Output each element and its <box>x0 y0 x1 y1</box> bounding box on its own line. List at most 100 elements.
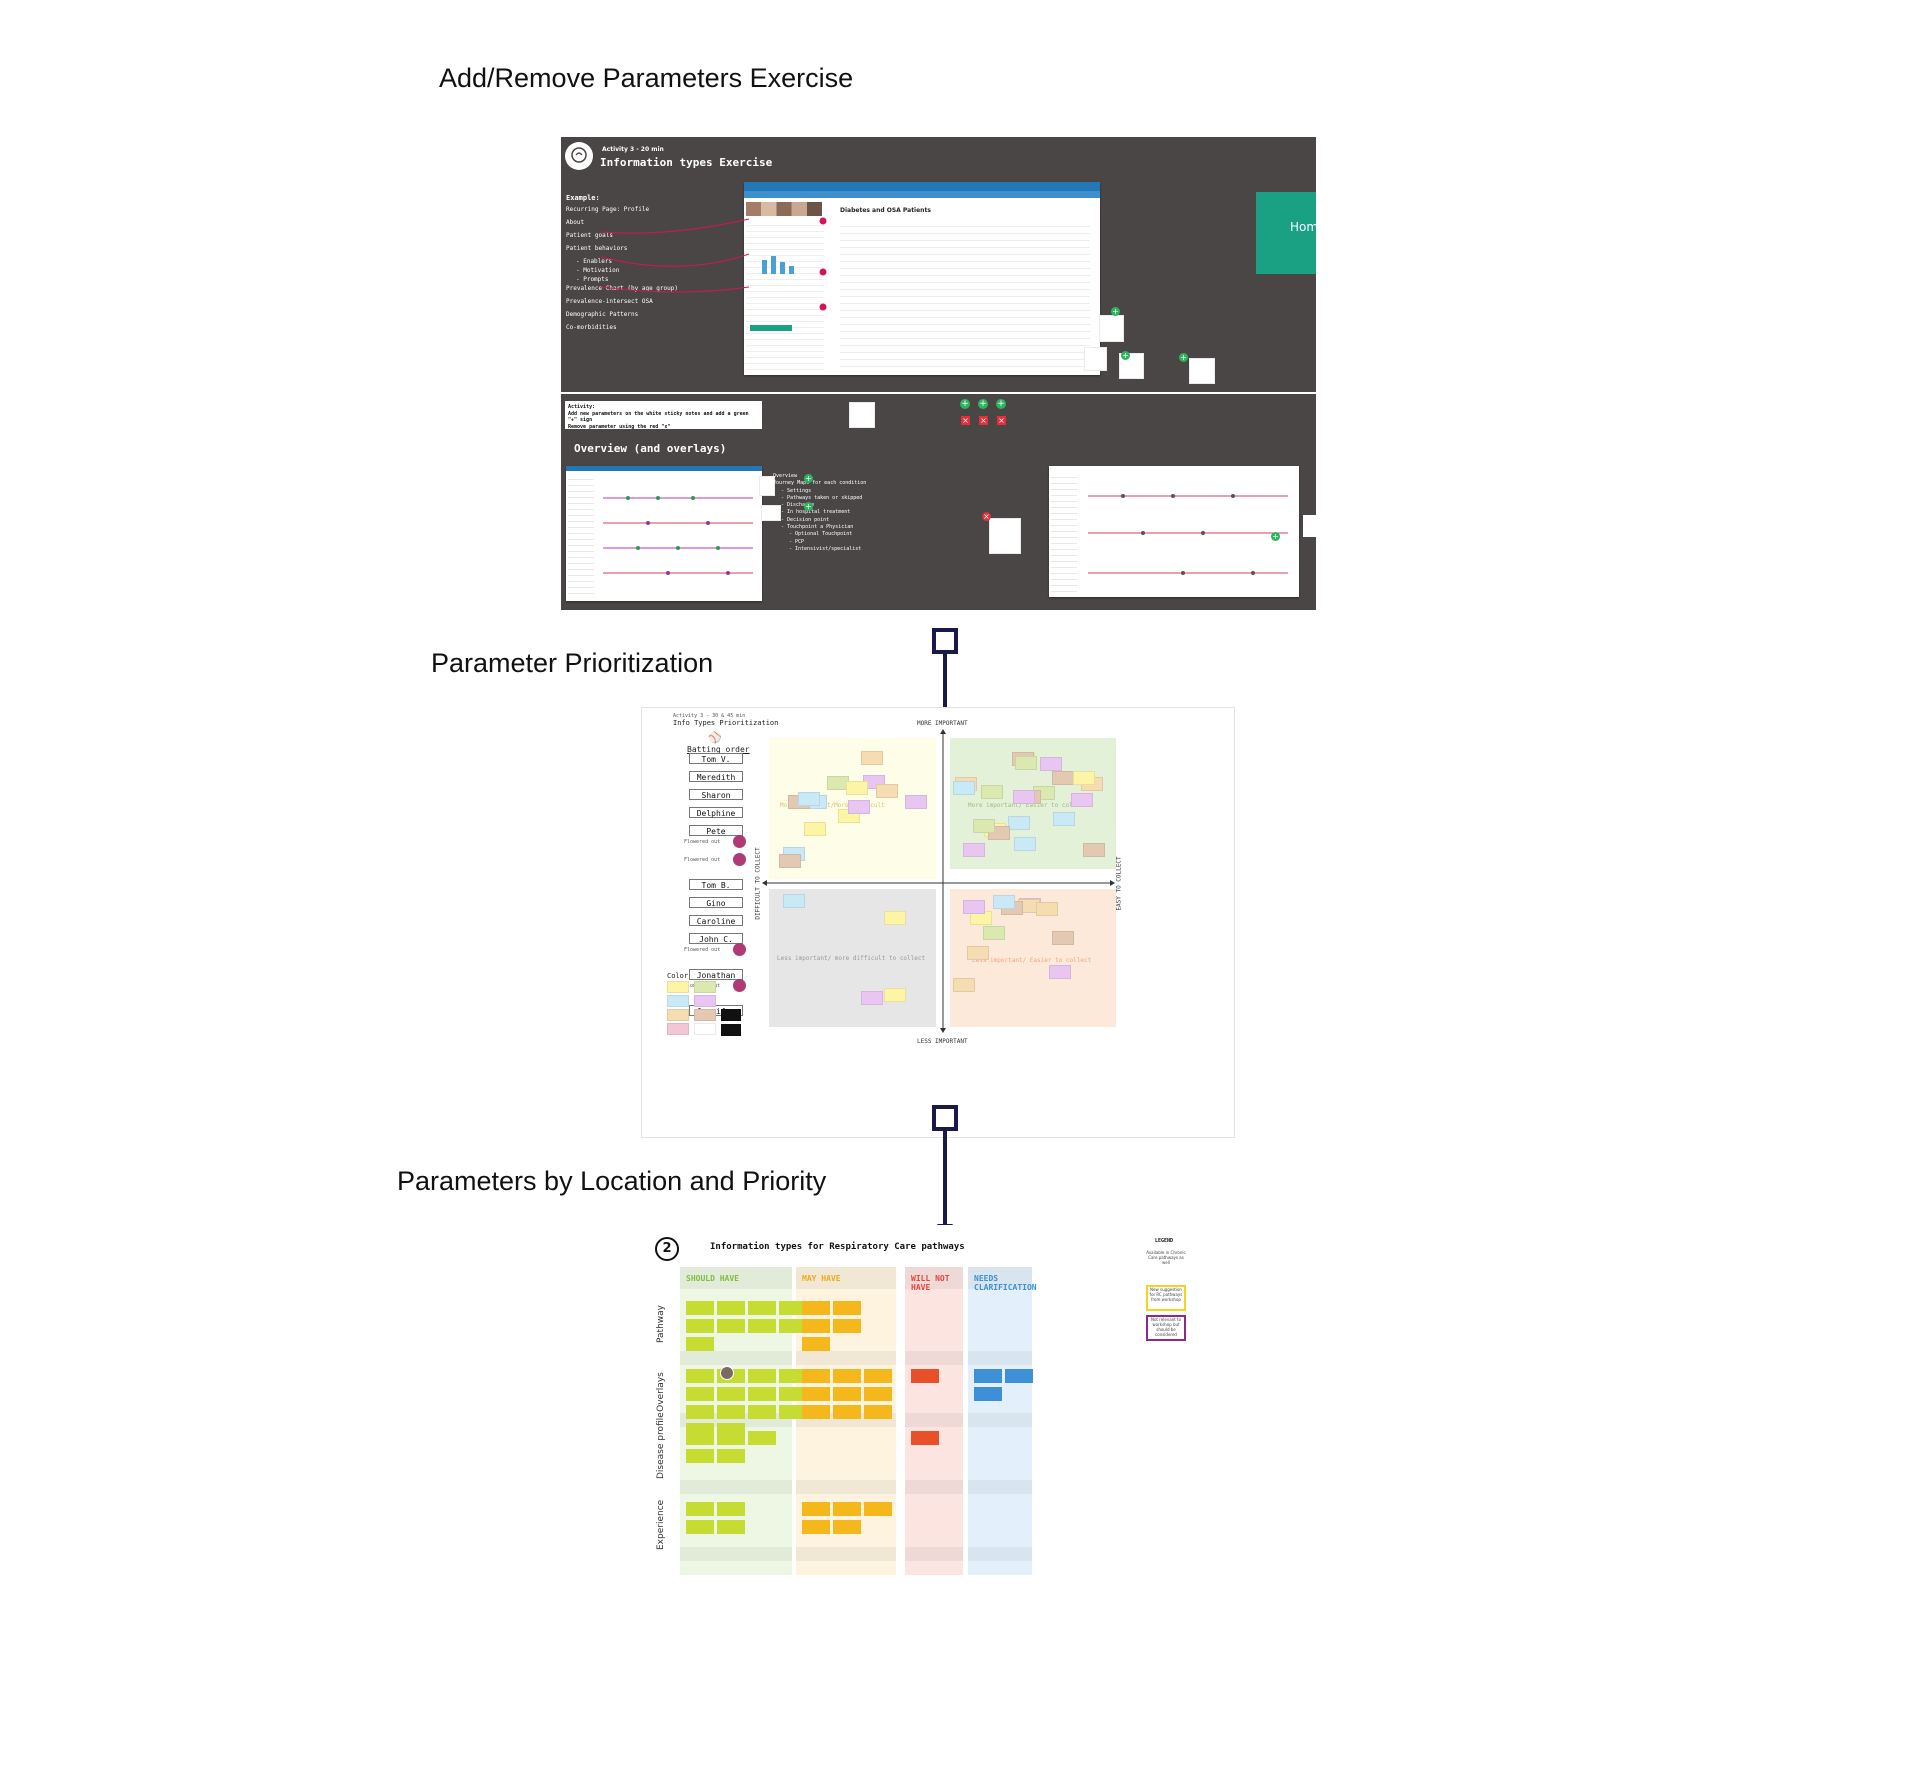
priority-note[interactable] <box>833 1502 861 1516</box>
parameter-note[interactable] <box>876 784 898 798</box>
add-icon[interactable]: + <box>1271 532 1280 541</box>
parameter-note[interactable] <box>804 822 826 836</box>
priority-note[interactable] <box>748 1405 776 1419</box>
priority-note[interactable] <box>911 1431 939 1445</box>
priority-note[interactable] <box>833 1369 861 1383</box>
add-icon[interactable]: + <box>1111 307 1120 316</box>
parameter-note[interactable] <box>798 792 820 806</box>
add-icon[interactable]: + <box>960 399 970 409</box>
remove-icon[interactable]: × <box>961 416 970 425</box>
parameter-note[interactable] <box>861 751 883 765</box>
priority-note[interactable] <box>748 1431 776 1445</box>
add-icon[interactable]: + <box>804 502 813 511</box>
priority-note[interactable] <box>802 1319 830 1333</box>
parameter-note[interactable] <box>953 978 975 992</box>
parameter-note[interactable] <box>861 991 883 1005</box>
parameter-note[interactable] <box>993 895 1015 909</box>
parameter-note[interactable] <box>1049 965 1071 979</box>
priority-note[interactable] <box>779 1387 807 1401</box>
add-icon[interactable]: + <box>1121 351 1130 360</box>
priority-note[interactable] <box>686 1319 714 1333</box>
priority-note[interactable] <box>748 1387 776 1401</box>
priority-note[interactable] <box>833 1301 861 1315</box>
priority-note[interactable] <box>779 1405 807 1419</box>
priority-note[interactable] <box>686 1431 714 1445</box>
parameter-note[interactable] <box>1073 771 1095 785</box>
priority-note[interactable] <box>974 1387 1002 1401</box>
priority-note[interactable] <box>802 1520 830 1534</box>
priority-note[interactable] <box>748 1369 776 1383</box>
parameter-note[interactable] <box>973 819 995 833</box>
priority-note[interactable] <box>802 1405 830 1419</box>
priority-note[interactable] <box>833 1520 861 1534</box>
priority-note[interactable] <box>686 1405 714 1419</box>
parameter-note[interactable] <box>779 854 801 868</box>
sticky-note-remove[interactable] <box>989 518 1021 554</box>
priority-note[interactable] <box>833 1319 861 1333</box>
priority-note[interactable] <box>864 1502 892 1516</box>
priority-note[interactable] <box>864 1369 892 1383</box>
parameter-note[interactable] <box>1052 931 1074 945</box>
priority-note[interactable] <box>717 1387 745 1401</box>
priority-note[interactable] <box>717 1301 745 1315</box>
add-icon[interactable]: + <box>804 474 813 483</box>
priority-note[interactable] <box>802 1301 830 1315</box>
priority-note[interactable] <box>717 1449 745 1463</box>
priority-note[interactable] <box>1005 1369 1033 1383</box>
parameter-note[interactable] <box>963 900 985 914</box>
priority-note[interactable] <box>686 1387 714 1401</box>
parameter-note[interactable] <box>981 785 1003 799</box>
parameter-note[interactable] <box>884 988 906 1002</box>
priority-note[interactable] <box>686 1369 714 1383</box>
parameter-note[interactable] <box>1083 843 1105 857</box>
priority-note[interactable] <box>779 1369 807 1383</box>
board-location-priority[interactable]: 2 Information types for Respiratory Care… <box>641 1225 1281 1675</box>
parameter-note[interactable] <box>1053 812 1075 826</box>
board-prioritization[interactable]: Activity 3 - 30 & 45 min Info Types Prio… <box>641 707 1235 1138</box>
priority-note[interactable] <box>717 1405 745 1419</box>
parameter-note[interactable] <box>1015 756 1037 770</box>
priority-note[interactable] <box>748 1301 776 1315</box>
priority-note[interactable] <box>686 1301 714 1315</box>
parameter-note[interactable] <box>783 894 805 908</box>
priority-note[interactable] <box>802 1502 830 1516</box>
remove-icon[interactable]: × <box>997 416 1006 425</box>
priority-note[interactable] <box>779 1301 807 1315</box>
priority-note[interactable] <box>802 1369 830 1383</box>
parameter-note[interactable] <box>1013 790 1035 804</box>
parameter-note[interactable] <box>848 800 870 814</box>
parameter-note[interactable] <box>963 843 985 857</box>
add-icon[interactable]: + <box>1179 353 1188 362</box>
parameter-note[interactable] <box>884 911 906 925</box>
priority-note[interactable] <box>717 1520 745 1534</box>
remove-icon[interactable]: × <box>982 512 991 521</box>
sticky-note[interactable] <box>1189 358 1215 384</box>
parameter-note[interactable] <box>1052 771 1074 785</box>
priority-note[interactable] <box>802 1387 830 1401</box>
sticky-note[interactable] <box>1084 347 1107 371</box>
parameter-note[interactable] <box>1036 902 1058 916</box>
priority-note[interactable] <box>748 1319 776 1333</box>
priority-note[interactable] <box>911 1369 939 1383</box>
priority-note[interactable] <box>717 1319 745 1333</box>
parameter-note[interactable] <box>953 781 975 795</box>
add-remove-controls[interactable]: +×+×+× <box>960 399 1016 431</box>
sticky-note[interactable] <box>1099 315 1124 342</box>
parameter-note[interactable] <box>1014 837 1036 851</box>
priority-note[interactable] <box>686 1337 714 1351</box>
priority-note[interactable] <box>686 1449 714 1463</box>
priority-note[interactable] <box>779 1319 807 1333</box>
priority-note[interactable] <box>974 1369 1002 1383</box>
add-icon[interactable]: + <box>996 399 1006 409</box>
priority-note[interactable] <box>864 1387 892 1401</box>
parameter-note[interactable] <box>905 795 927 809</box>
parameter-note[interactable] <box>1040 757 1062 771</box>
parameter-note[interactable] <box>1071 793 1093 807</box>
sticky-note[interactable] <box>759 476 775 496</box>
priority-note[interactable] <box>686 1502 714 1516</box>
priority-note[interactable] <box>686 1520 714 1534</box>
priority-note[interactable] <box>717 1431 745 1445</box>
priority-note[interactable] <box>802 1337 830 1351</box>
parameter-note[interactable] <box>1008 816 1030 830</box>
priority-note[interactable] <box>864 1405 892 1419</box>
